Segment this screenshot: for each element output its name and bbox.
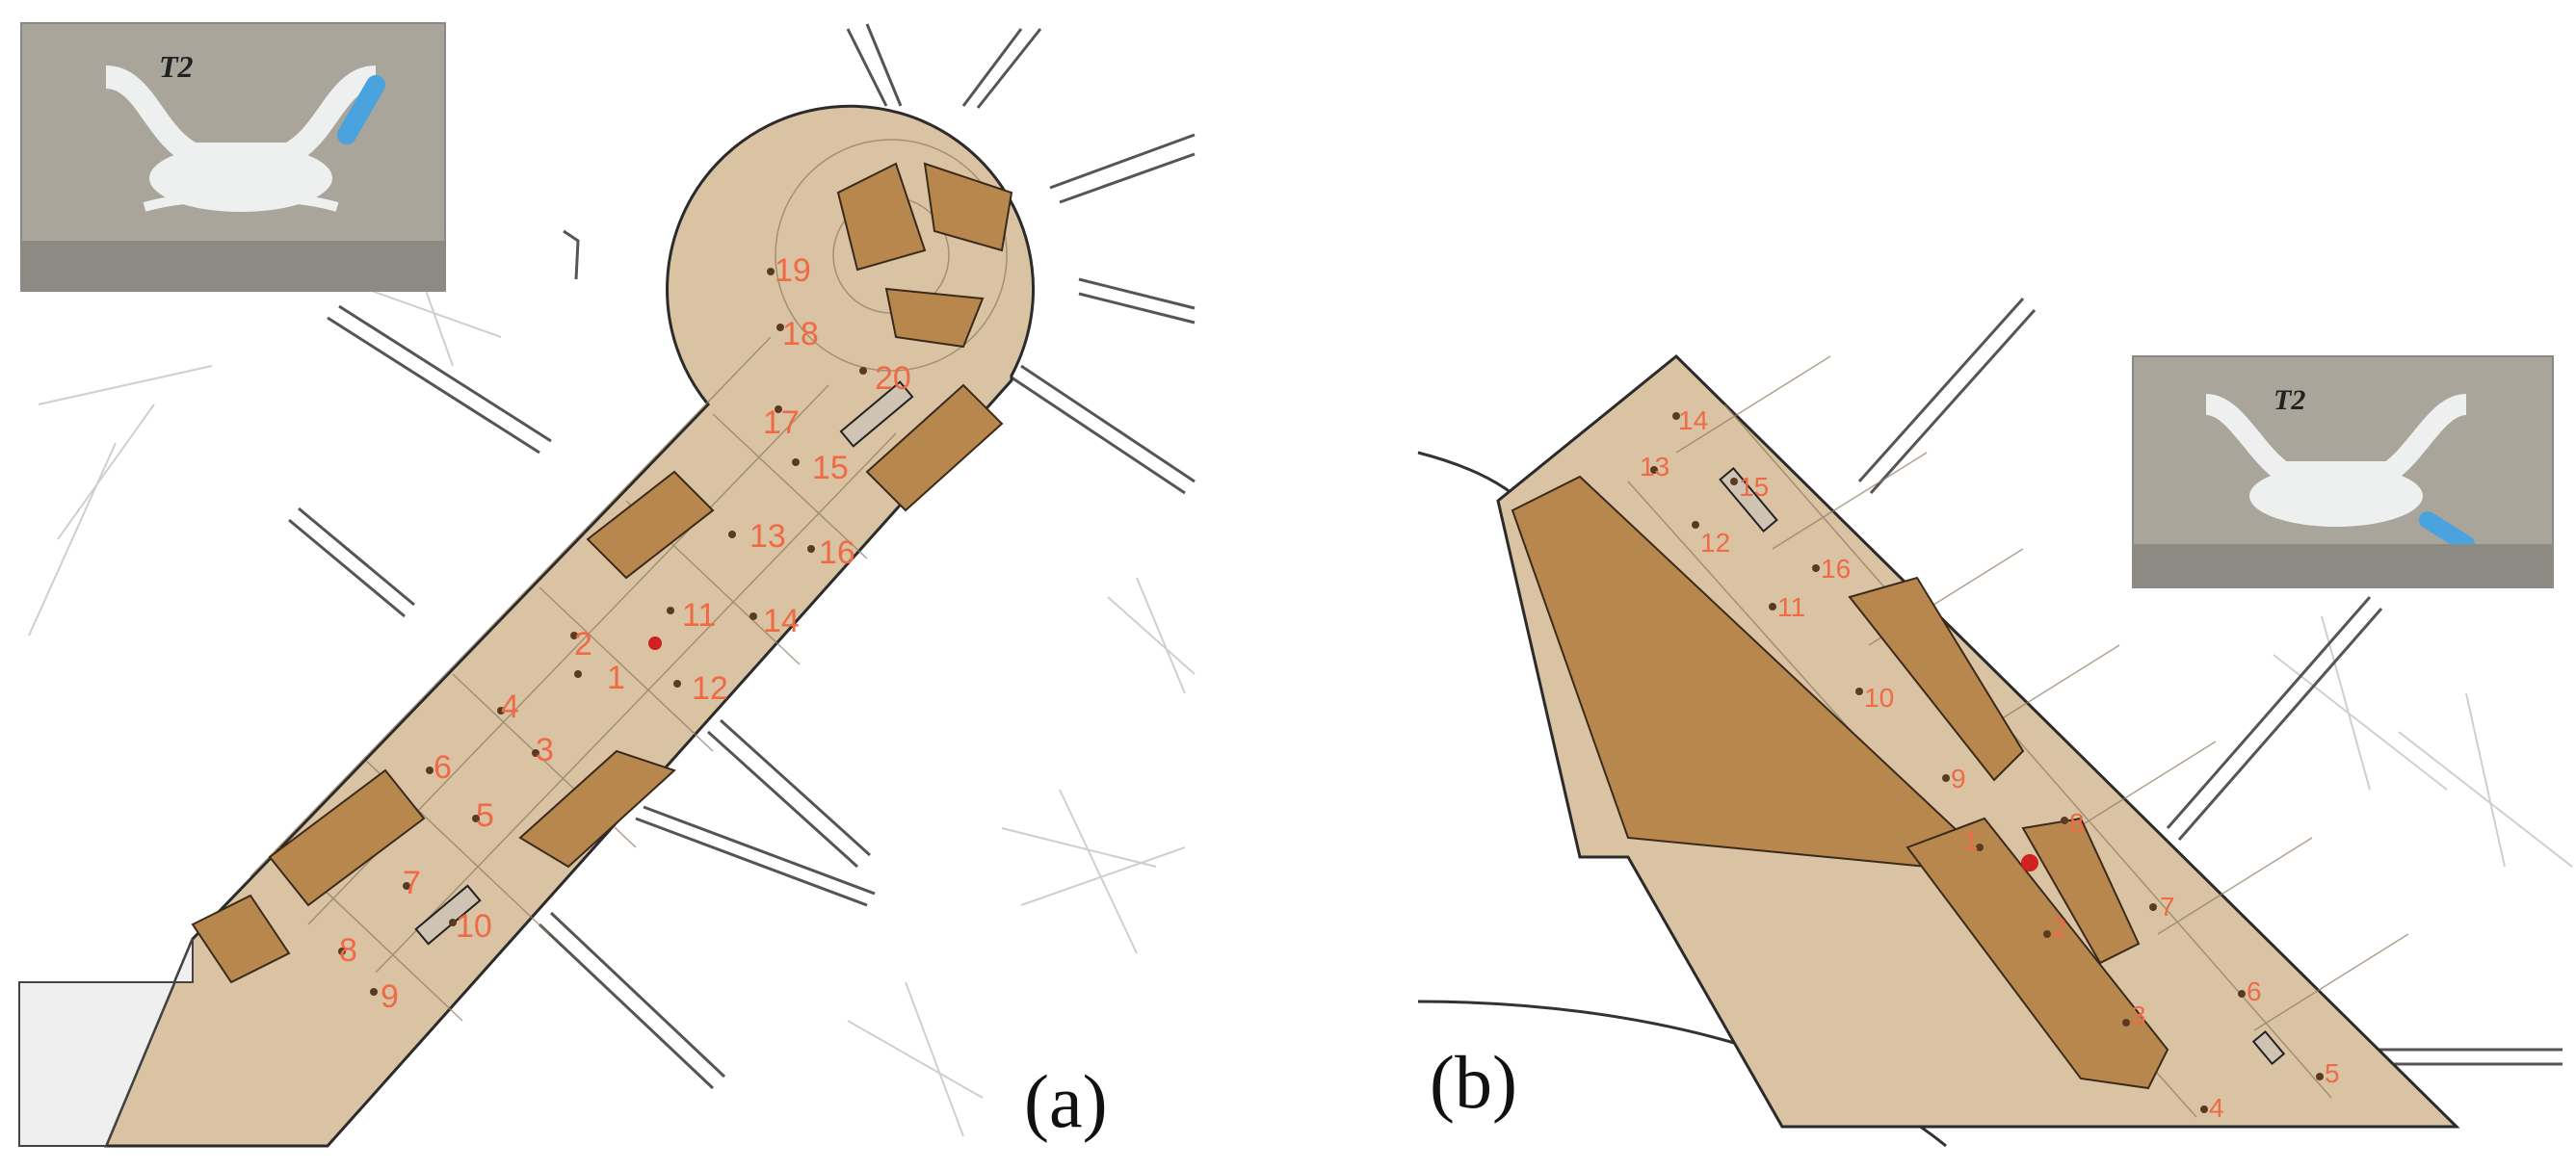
- svg-text:11: 11: [682, 597, 716, 634]
- point-13: 13: [728, 518, 786, 555]
- svg-text:13: 13: [1640, 452, 1669, 481]
- point-6: 6: [2238, 976, 2262, 1006]
- point-19: 19: [767, 252, 811, 289]
- svg-text:3: 3: [536, 732, 554, 768]
- svg-text:7: 7: [403, 865, 421, 901]
- inset-map-b: T2: [2132, 355, 2554, 588]
- svg-text:3: 3: [2131, 1001, 2146, 1030]
- inset-map-a: T2: [20, 22, 446, 292]
- point-16: 16: [807, 534, 855, 571]
- point-17: 17: [763, 404, 800, 441]
- svg-text:13: 13: [749, 518, 786, 555]
- panel-b: 1 2 3 4 5 6 7 8 9 10 11 12 13 14 15 16 T…: [1406, 0, 2576, 1170]
- point-13: 13: [1640, 452, 1669, 481]
- inset-title: T2: [159, 49, 194, 84]
- point-8: 8: [338, 932, 357, 969]
- svg-text:4: 4: [2209, 1093, 2224, 1123]
- point-5: 5: [2316, 1058, 2340, 1088]
- svg-text:18: 18: [782, 316, 819, 352]
- escalators: [414, 380, 914, 946]
- point-15: 15: [1730, 472, 1769, 502]
- point-15: 15: [792, 450, 849, 486]
- point-2: 2: [570, 626, 592, 663]
- jet-bridges: [288, 23, 1196, 1090]
- background-aircraft: [2273, 615, 2573, 868]
- svg-text:14: 14: [763, 603, 800, 639]
- red-marker: [648, 637, 662, 650]
- svg-text:8: 8: [2069, 808, 2085, 838]
- svg-text:10: 10: [456, 908, 492, 945]
- highlight-pier: [2419, 511, 2475, 553]
- inset-title: T2: [2274, 384, 2305, 416]
- point-8: 8: [2061, 808, 2085, 838]
- svg-text:11: 11: [1777, 592, 1805, 622]
- point-markers: 1 2 3 4 5 6 7 8 9 10 11 12 13 14 15 16: [1640, 405, 2340, 1123]
- svg-text:9: 9: [1951, 764, 1966, 793]
- svg-text:4: 4: [501, 689, 519, 725]
- caption-b: (b): [1430, 1040, 1517, 1124]
- point-2: 2: [2043, 913, 2067, 943]
- panel-a: 1 2 3 4 5 6 7 8 9 10 11 12 13 14 15 16 1…: [0, 0, 1214, 1170]
- point-18: 18: [776, 316, 819, 352]
- point-12: 12: [673, 670, 728, 707]
- point-4: 4: [497, 689, 519, 725]
- svg-text:5: 5: [2325, 1058, 2340, 1088]
- point-7: 7: [403, 865, 421, 901]
- jet-bridges: [1857, 297, 2563, 1066]
- svg-text:2: 2: [574, 626, 592, 663]
- svg-text:10: 10: [1864, 683, 1894, 713]
- svg-text:20: 20: [875, 360, 911, 397]
- svg-text:9: 9: [381, 978, 399, 1015]
- point-20: 20: [859, 360, 911, 397]
- point-10: 10: [1855, 683, 1894, 713]
- svg-text:6: 6: [434, 749, 452, 786]
- svg-text:12: 12: [692, 670, 728, 707]
- point-11: 11: [667, 597, 716, 634]
- svg-text:6: 6: [2247, 976, 2262, 1006]
- point-11: 11: [1769, 592, 1805, 622]
- highlight-pier: [337, 75, 385, 144]
- point-4: 4: [2200, 1093, 2224, 1123]
- apron-area: [18, 938, 194, 1147]
- point-1: 1: [574, 660, 625, 696]
- panel-a-plan: 1 2 3 4 5 6 7 8 9 10 11 12 13 14 15 16 1…: [18, 22, 1196, 1148]
- caption-a: (a): [1024, 1059, 1108, 1143]
- point-5: 5: [472, 797, 494, 834]
- svg-text:19: 19: [775, 252, 811, 289]
- point-12: 12: [1692, 521, 1730, 558]
- point-16: 16: [1812, 554, 1851, 584]
- svg-text:15: 15: [1739, 472, 1769, 502]
- svg-text:5: 5: [476, 797, 494, 834]
- svg-text:7: 7: [2160, 892, 2175, 922]
- building-blocks: [191, 162, 1013, 984]
- svg-text:14: 14: [1678, 405, 1708, 435]
- point-6: 6: [426, 749, 452, 786]
- point-3: 3: [2122, 1001, 2146, 1030]
- point-10: 10: [449, 908, 492, 945]
- svg-text:12: 12: [1700, 528, 1730, 558]
- point-14: 14: [749, 603, 800, 639]
- svg-text:16: 16: [1821, 554, 1851, 584]
- concourse-floor: [103, 104, 1036, 1148]
- svg-text:17: 17: [763, 404, 800, 441]
- panel-b-plan: 1 2 3 4 5 6 7 8 9 10 11 12 13 14 15 16 T…: [1417, 297, 2573, 1148]
- svg-text:1: 1: [1963, 825, 1979, 855]
- svg-text:1: 1: [607, 660, 625, 696]
- svg-text:16: 16: [819, 534, 855, 571]
- point-9: 9: [1942, 764, 1966, 793]
- svg-text:2: 2: [2052, 913, 2067, 943]
- svg-text:8: 8: [339, 932, 357, 969]
- building-blocks: [1511, 475, 2169, 1090]
- point-1: 1: [1963, 825, 1984, 855]
- red-marker: [2021, 854, 2038, 871]
- point-7: 7: [2149, 892, 2175, 922]
- point-3: 3: [532, 732, 554, 768]
- point-9: 9: [370, 978, 399, 1015]
- svg-text:15: 15: [812, 450, 849, 486]
- point-14: 14: [1672, 405, 1708, 435]
- point-markers: 1 2 3 4 5 6 7 8 9 10 11 12 13 14 15 16 1…: [338, 252, 911, 1015]
